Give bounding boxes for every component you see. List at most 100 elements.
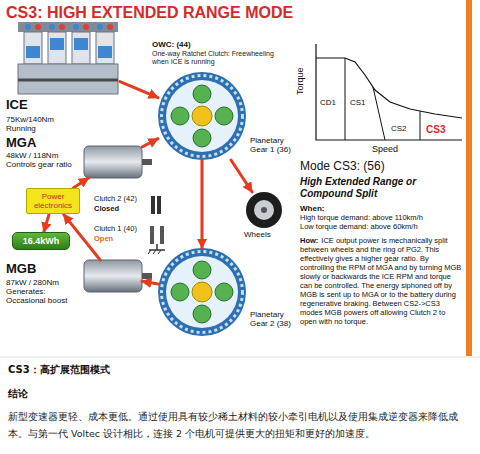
planetary-gear: Planetary Gear 2 (38)	[158, 248, 246, 336]
planetary-gear-drawing	[158, 248, 246, 336]
power-flow-arrow	[142, 139, 158, 147]
ground-hatch	[153, 250, 156, 254]
motor-body	[84, 146, 142, 178]
engine-block	[18, 64, 118, 94]
ring-gear	[158, 72, 246, 160]
section-heading: How:	[300, 236, 318, 245]
mode-boundary	[345, 58, 346, 140]
mode-label: CS1	[350, 98, 366, 107]
gear-label: Planetary Gear 1 (36)	[250, 136, 302, 154]
axis-label: Speed	[372, 144, 412, 154]
callout-number: OWC: (44)	[152, 40, 272, 49]
mode-subtitle: High Extended Range or Compound Split	[300, 176, 460, 199]
motor-generator: MGA48kW / 118Nm Controls gear ratio	[84, 146, 142, 178]
divider-line	[0, 357, 480, 358]
power-flow-arrow	[142, 281, 158, 284]
torque-envelope	[316, 58, 462, 118]
motor-shaft	[142, 159, 152, 165]
ground-hatch	[148, 250, 151, 254]
note-text: High torque demand: above 110km/h	[300, 214, 462, 223]
clutch-state: Closed	[94, 205, 148, 214]
caption-heading: CS3：高扩展范围模式	[8, 364, 308, 376]
planet-gear	[215, 107, 233, 125]
text-block: How:ICE output power is mechanically spl…	[300, 236, 463, 326]
cylinder	[72, 32, 90, 64]
piston	[26, 46, 40, 58]
gear-teeth	[162, 76, 243, 157]
planet-gear	[215, 283, 233, 301]
crankshaft	[18, 79, 118, 82]
component-spec: 48kW / 118Nm Controls gear ratio	[6, 151, 76, 169]
planetary-gear-drawing	[158, 72, 246, 160]
motor-shaft	[142, 273, 152, 279]
mode-boundary	[373, 87, 385, 140]
gear-teeth	[162, 252, 243, 333]
axis-label: Torque	[295, 59, 305, 103]
mode-label: CS3	[426, 124, 445, 136]
power-flow-arrow	[120, 82, 158, 98]
ground-lead	[156, 244, 158, 250]
ring-gear	[158, 248, 246, 336]
section-heading: 结论	[8, 388, 108, 400]
valve	[35, 24, 41, 30]
rim	[254, 200, 274, 220]
clutch: Clutch 2 (42)Closed	[150, 196, 164, 214]
valve	[97, 24, 103, 30]
power-electronics-box: Power electronics	[26, 188, 80, 214]
sun-gear	[192, 106, 212, 126]
gear-carrier	[166, 256, 238, 328]
battery-capacity: 16.4kWh	[15, 236, 67, 246]
slide-title: CS3: HIGH EXTENDED RANGE MODE	[6, 4, 293, 22]
planet-gear	[171, 283, 189, 301]
power-flow-arrow	[231, 160, 252, 192]
component-name: MGA	[6, 136, 56, 151]
mode-label: CS2	[391, 124, 407, 133]
valve	[59, 24, 65, 30]
cylinder	[96, 32, 114, 64]
valve	[107, 24, 113, 30]
planet-gear	[193, 261, 211, 279]
note-text: ICE output power is mechanically split b…	[300, 236, 461, 326]
clutch-state: Open	[94, 235, 148, 244]
cylinder	[24, 32, 42, 64]
power-flow-arrow	[44, 214, 49, 232]
ground-symbol	[149, 249, 165, 251]
tyre	[246, 192, 282, 228]
clutch-plate	[160, 226, 164, 244]
callout-note: One-way Ratchet Clutch: Freewheeling whe…	[152, 50, 274, 66]
wheels: Wheels	[246, 192, 282, 228]
section-heading: When:	[300, 204, 460, 213]
power-flow-arrow	[73, 178, 88, 188]
component-spec: 75Kw/140Nm Running	[6, 115, 64, 133]
clutch-label: Clutch 2 (42)	[94, 195, 148, 204]
mode-label: CD1	[320, 98, 336, 107]
body-text: 新型变速器更轻、成本更低。通过使用具有较少稀土材料的较小牵引电机以及使用集成逆变…	[8, 409, 468, 442]
clutch-plate	[151, 196, 155, 214]
engine-head	[18, 22, 118, 32]
clutch-plate	[157, 196, 161, 214]
ground-hatch	[158, 250, 161, 254]
wheels-label: Wheels	[244, 230, 288, 239]
note-text: Low torque demand: above 60km/h	[300, 223, 462, 232]
component-spec: 87kW / 280Nm Generates: Occasional boost	[6, 278, 76, 306]
valve	[83, 24, 89, 30]
chart-axes	[316, 44, 462, 140]
power-flow-arrow	[201, 160, 204, 248]
piston	[50, 38, 64, 50]
planet-gear	[193, 129, 211, 147]
box-label: Power electronics	[29, 192, 77, 210]
valve	[25, 24, 31, 30]
motor-generator: MGB87kW / 280Nm Generates: Occasional bo…	[84, 260, 142, 292]
cylinder	[48, 32, 66, 64]
battery: 16.4kWh	[12, 232, 70, 250]
hub	[261, 207, 267, 213]
clutch: Clutch 1 (40)Open	[150, 226, 164, 244]
clutch-label: Clutch 1 (40)	[94, 225, 148, 234]
wheel-drawing	[246, 192, 282, 228]
sun-gear	[192, 282, 212, 302]
side-bar	[466, 0, 472, 356]
motor-body	[84, 260, 142, 292]
engine: ICE75Kw/140Nm Running	[12, 22, 120, 96]
mode-boundary	[420, 111, 421, 140]
